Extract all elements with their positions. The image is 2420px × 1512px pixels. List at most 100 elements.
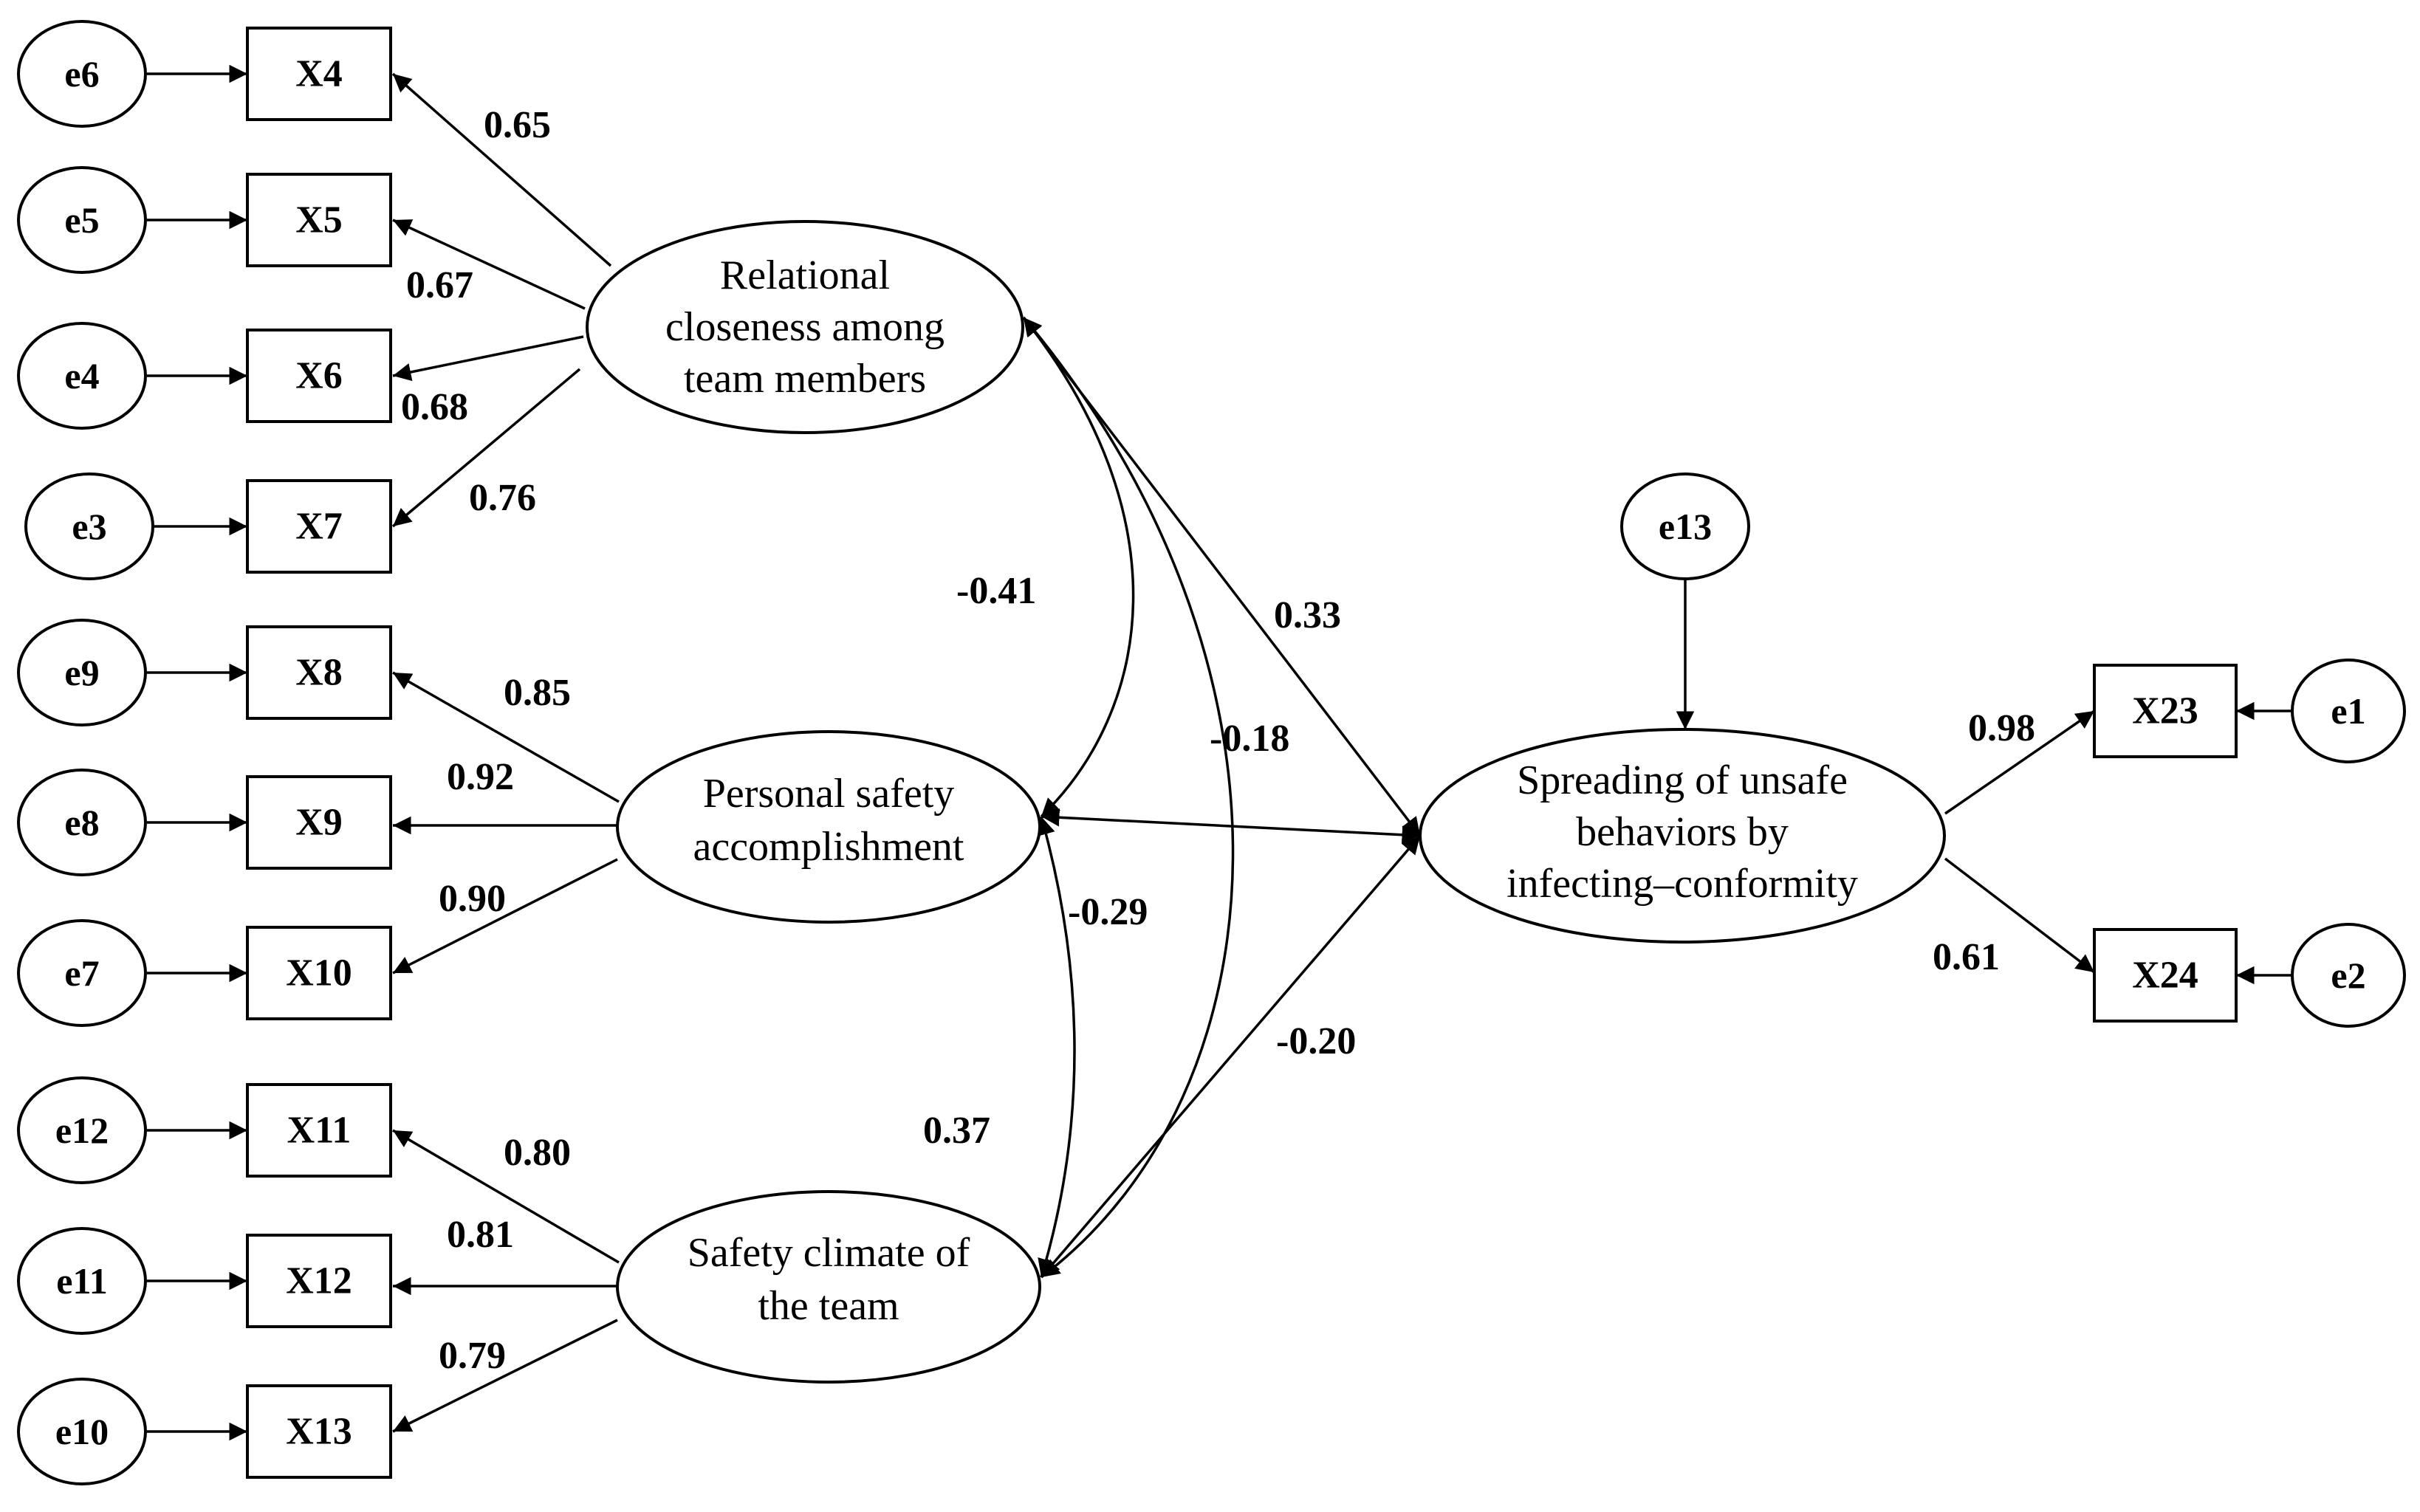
indicator-x13-label: X13: [286, 1411, 352, 1453]
loading-x11-label: 0.80: [504, 1132, 571, 1174]
indicator-x7-label: X7: [295, 506, 343, 548]
loading-x4-label: 0.65: [484, 104, 551, 146]
error-e12-label: e12: [55, 1110, 109, 1151]
indicator-x12: X12: [246, 1234, 392, 1328]
error-e9-label: e9: [64, 652, 99, 693]
error-e4-label: e4: [64, 355, 99, 396]
indicator-x4-label: X4: [295, 53, 343, 95]
latent-personal-safety: Personal safety accomplishment: [616, 730, 1041, 924]
personal-spreading-arrow: [1041, 808, 1421, 844]
latent-climate-line-1: Safety climate of: [688, 1230, 970, 1276]
personal-to-x10-arrow: [392, 858, 618, 975]
latent-relational-closeness: Relational closeness among team members: [586, 220, 1024, 434]
error-e13-label: e13: [1659, 506, 1712, 547]
indicator-x11-label: X11: [287, 1110, 352, 1152]
indicator-x4: X4: [246, 27, 392, 121]
personal-to-x8-arrow: [392, 671, 620, 803]
indicator-x13: X13: [246, 1384, 392, 1479]
error-e6: e6: [17, 20, 147, 128]
latent-relational-line-3: team members: [684, 356, 926, 402]
error-e6-label: e6: [64, 53, 99, 94]
loading-x13-label: 0.79: [439, 1335, 506, 1377]
latent-constructs: Relational closeness among team members …: [586, 220, 1946, 1384]
indicator-x9-label: X9: [295, 802, 343, 844]
relational-personal-curve: [1022, 316, 1135, 818]
error-e10-label: e10: [55, 1411, 109, 1452]
latent-personal-line-1: Personal safety: [703, 771, 955, 817]
error-e9: e9: [17, 619, 147, 726]
latent-spreading-line-1: Spreading of unsafe: [1517, 757, 1848, 803]
path-climate-spreading-label: -0.20: [1276, 1020, 1356, 1062]
error-e2: e2: [2291, 923, 2406, 1028]
indicator-x8-label: X8: [295, 652, 343, 694]
latent-personal-line-2: accomplishment: [693, 824, 964, 870]
error-e3-label: e3: [72, 506, 106, 547]
error-e2-label: e2: [2331, 955, 2365, 996]
error-e5-label: e5: [64, 199, 99, 241]
indicator-x7: X7: [246, 479, 392, 574]
indicator-x5-label: X5: [295, 199, 343, 241]
relational-to-x7-arrow: [391, 368, 581, 528]
relational-to-x5-arrow: [392, 219, 586, 310]
loading-x7-label: 0.76: [469, 477, 536, 519]
latent-spreading-line-2: behaviors by: [1576, 809, 1789, 855]
relational-to-x4-arrow: [391, 72, 612, 267]
path-relational-climate-label: -0.18: [1210, 718, 1289, 760]
error-e5: e5: [17, 166, 147, 274]
loading-x23-label: 0.98: [1968, 707, 2035, 749]
coefficient-labels: 0.65 0.67 0.68 0.76 0.85 0.92 0.90 0.80 …: [401, 104, 2035, 1377]
indicator-x6-label: X6: [295, 355, 343, 397]
error-e7-label: e7: [64, 952, 99, 994]
error-e7: e7: [17, 919, 147, 1027]
indicator-x24-label: X24: [2132, 955, 2198, 997]
path-personal-climate-label: -0.29: [1068, 891, 1148, 933]
indicator-boxes: X4 X5 X6 X7 X8 X9 X10 X11: [246, 27, 2238, 1479]
loading-x5-label: 0.67: [406, 264, 473, 306]
error-e4: e4: [17, 322, 147, 430]
indicator-x12-label: X12: [286, 1260, 352, 1302]
latent-relational-line-1: Relational: [720, 252, 890, 298]
error-e13: e13: [1620, 472, 1750, 580]
path-relational-personal-label: -0.41: [956, 570, 1036, 612]
indicator-x23: X23: [2093, 664, 2238, 758]
indicator-x11: X11: [246, 1083, 392, 1178]
indicator-x10: X10: [246, 926, 392, 1020]
personal-climate-curve: [1037, 816, 1076, 1278]
relational-spreading-arrow: [1022, 316, 1422, 837]
indicator-x9: X9: [246, 775, 392, 870]
error-terms: e6 e5 e4 e3 e9 e8 e7 e12: [17, 20, 2406, 1485]
relational-to-x6-arrow: [392, 335, 584, 382]
error-e8-label: e8: [64, 802, 99, 843]
error-e8: e8: [17, 769, 147, 876]
latent-spreading-unsafe: Spreading of unsafe behaviors by infecti…: [1419, 728, 1946, 944]
spreading-to-x24-arrow: [1944, 857, 2096, 974]
latent-climate-line-2: the team: [758, 1283, 899, 1329]
loading-x10-label: 0.90: [439, 878, 506, 920]
error-e1: e1: [2291, 659, 2406, 763]
error-e11-label: e11: [56, 1260, 107, 1302]
indicator-x8: X8: [246, 625, 392, 720]
latent-spreading-line-3: infecting–conformity: [1506, 861, 1858, 907]
error-e10: e10: [17, 1378, 147, 1485]
error-e12: e12: [17, 1076, 147, 1184]
spreading-to-x23-arrow: [1944, 709, 2095, 815]
loading-x24-label: 0.61: [1933, 936, 2000, 978]
loading-x9-label: 0.92: [447, 756, 514, 798]
indicator-x24: X24: [2093, 928, 2238, 1023]
loading-x6-label: 0.68: [401, 386, 468, 428]
error-e11: e11: [17, 1227, 147, 1335]
latent-relational-line-2: closeness among: [665, 304, 945, 350]
climate-spreading-arrow: [1040, 834, 1422, 1279]
climate-to-x13-arrow: [392, 1319, 618, 1433]
indicator-x23-label: X23: [2132, 690, 2198, 732]
latent-safety-climate: Safety climate of the team: [616, 1190, 1041, 1384]
indicator-x10-label: X10: [286, 952, 352, 994]
indicator-x6: X6: [246, 329, 392, 423]
connectors: [147, 64, 2294, 1441]
path-relational-spreading-label: 0.33: [1274, 594, 1341, 636]
error-e1-label: e1: [2331, 690, 2365, 732]
error-e3: e3: [24, 472, 154, 580]
relational-climate-curve: [1022, 316, 1235, 1279]
loading-x8-label: 0.85: [504, 672, 571, 714]
